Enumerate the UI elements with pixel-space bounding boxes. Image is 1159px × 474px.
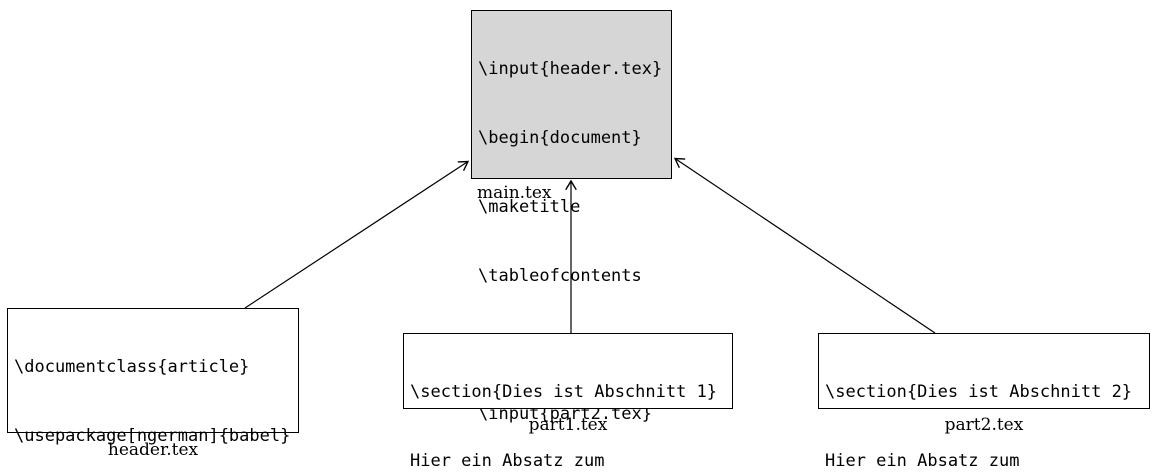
code-line: Hier ein Absatz zum <box>410 451 605 471</box>
file-box-part2-tex: \section{Dies ist Abschnitt 2} Hier ein … <box>818 333 1150 471</box>
file-box-header-tex: \documentclass{article} \usepackage[nger… <box>7 308 299 446</box>
file-label-main-tex: main.tex <box>477 183 552 203</box>
code-line: \documentclass{article} <box>14 357 250 377</box>
code-line: \tableofcontents <box>478 266 642 286</box>
file-label-header-tex: header.tex <box>107 440 199 460</box>
code-line: \input{part2.tex} <box>478 404 652 424</box>
code-line: \section{Dies ist Abschnitt 1} <box>410 382 718 402</box>
arrow-part2-to-main <box>673 157 936 334</box>
arrow-header-to-main <box>244 160 470 309</box>
code-line: Hier ein Absatz zum <box>825 451 1020 471</box>
code-line: \input{header.tex} <box>478 59 663 79</box>
file-box-main-tex: \input{header.tex} \begin{document} \mak… <box>471 10 672 474</box>
file-label-part1-tex: part1.tex <box>528 415 608 435</box>
file-label-part2-tex: part2.tex <box>944 415 1024 435</box>
code-line: \begin{document} <box>478 128 642 148</box>
code-line: \maketitle <box>478 197 581 217</box>
file-box-part1-tex: \section{Dies ist Abschnitt 1} Hier ein … <box>403 333 733 471</box>
code-line: \usepackage[ngerman]{babel} <box>14 426 291 446</box>
code-line: \section{Dies ist Abschnitt 2} <box>825 382 1133 402</box>
